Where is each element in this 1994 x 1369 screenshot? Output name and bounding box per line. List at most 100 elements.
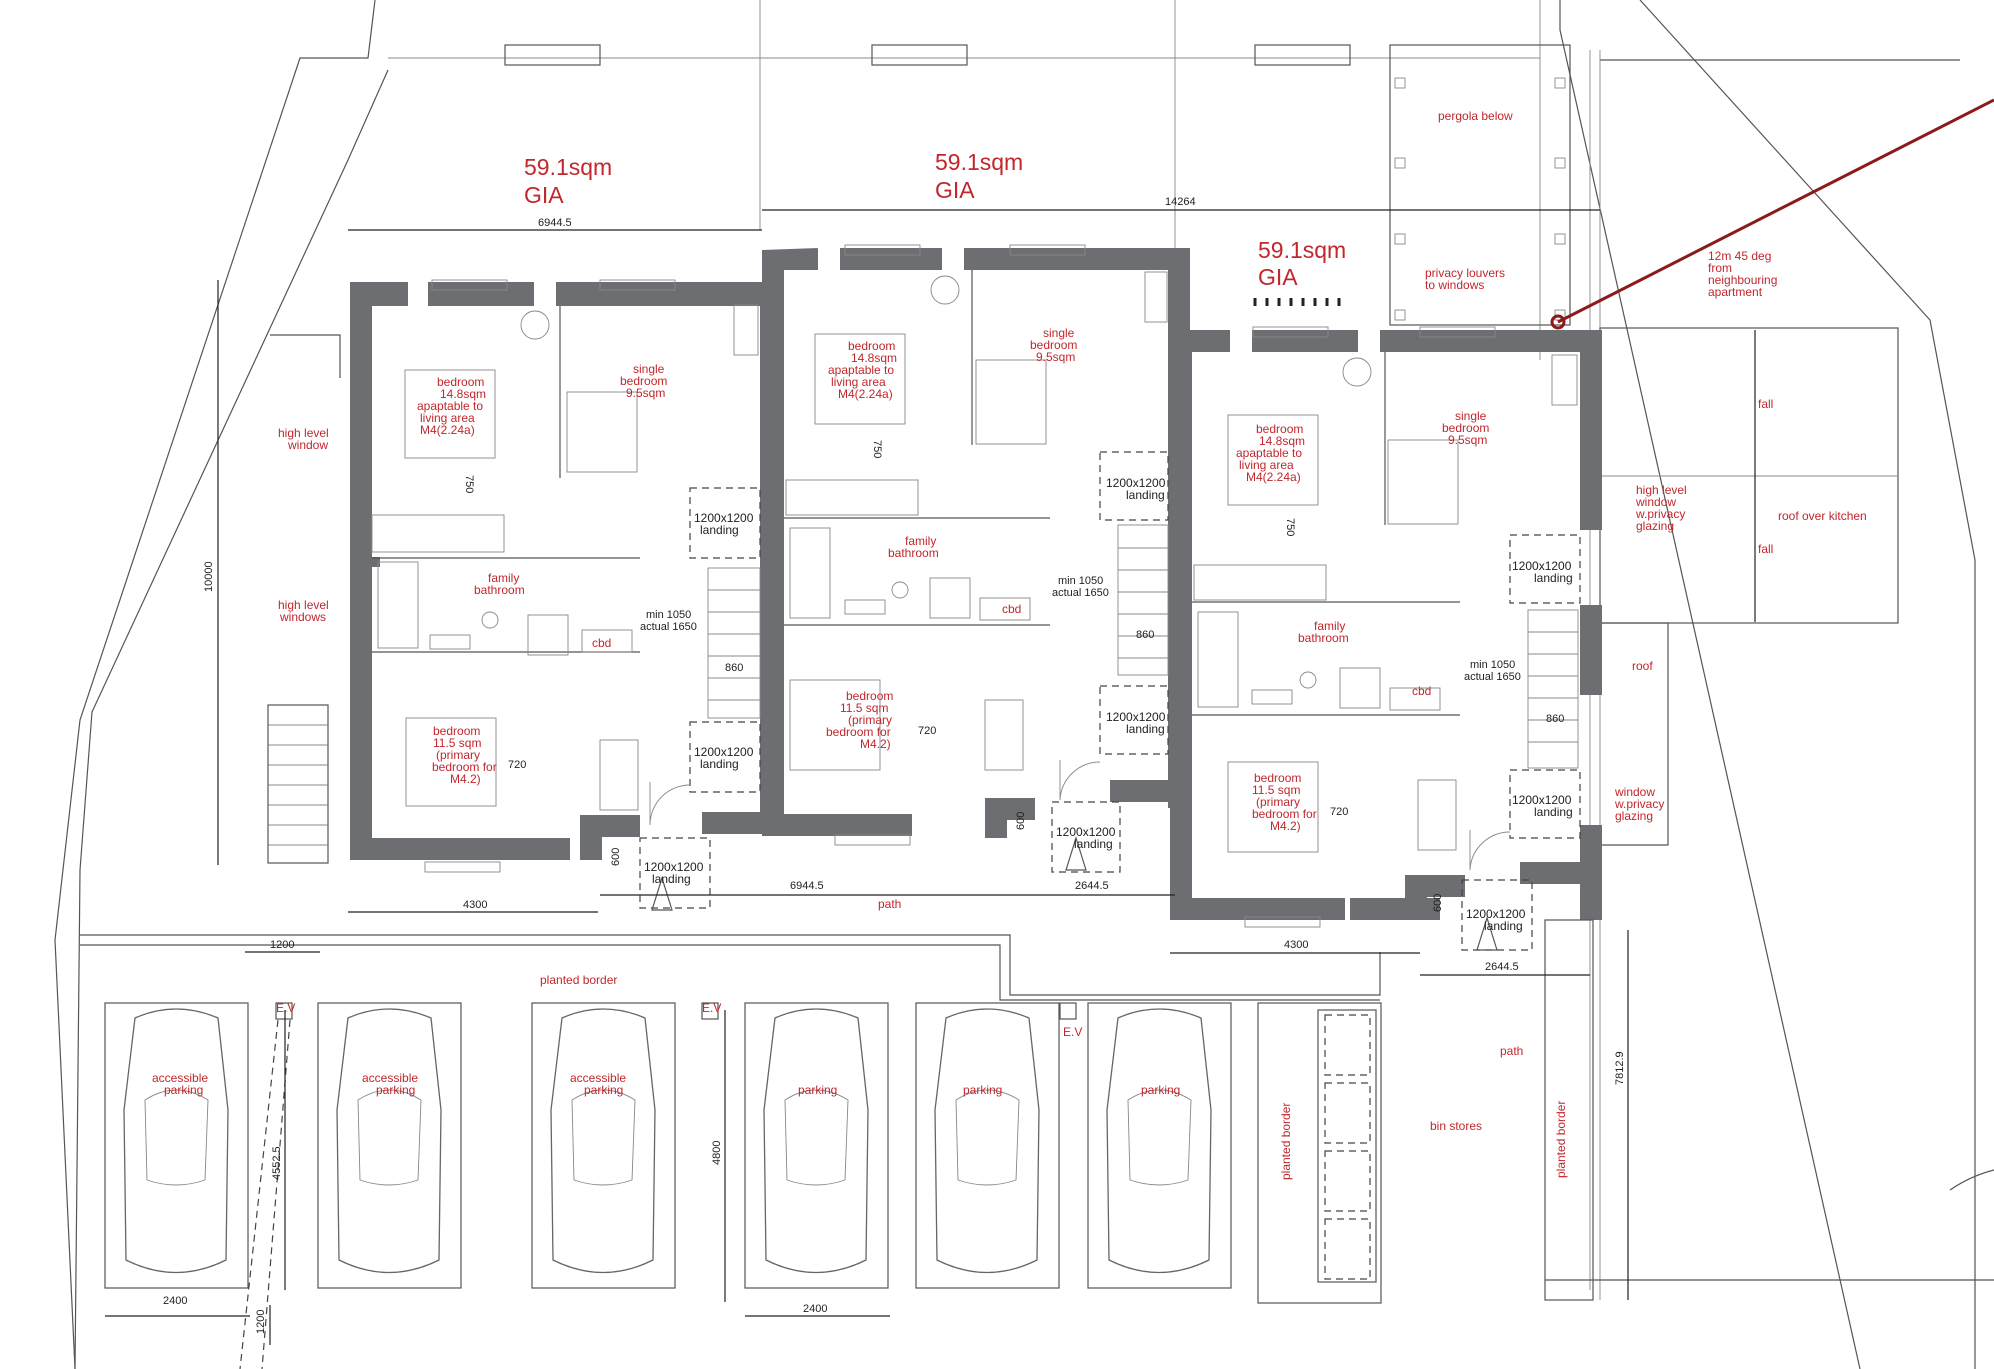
u1-min-2: actual 1650 [640, 621, 697, 633]
u3-landing-3b: landing [1484, 919, 1523, 933]
u1-landing-1b: landing [700, 523, 739, 537]
roof-kitchen-label: roof over kitchen [1778, 509, 1867, 523]
u3-landing-1b: landing [1534, 571, 1573, 585]
dim-2400-2: 2400 [803, 1303, 827, 1315]
gia-value-1: 59.1sqm [524, 154, 612, 180]
u1-landing-2b: landing [700, 757, 739, 771]
unit-2 [762, 215, 1190, 873]
dim-4800: 4800 [711, 1141, 723, 1165]
u1-single-3: 9.5sqm [626, 386, 665, 400]
u2-bed-main-1: bedroom [848, 339, 895, 353]
external-stair [267, 334, 341, 864]
u2-bed-2-1: bedroom [846, 689, 893, 703]
parking-5-label: parking [963, 1083, 1002, 1097]
dim-720-2: 720 [918, 725, 936, 737]
pergola [504, 44, 1571, 326]
planted-border-vertical-1: planted border [1279, 1103, 1293, 1180]
hlws-label-1: high level [278, 598, 329, 612]
u2-landing-1b: landing [1126, 488, 1165, 502]
u1-bed-main-1: bedroom [437, 375, 484, 389]
hlw-label-1: high level [278, 426, 329, 440]
u3-bed-2-4: bedroom for [1252, 807, 1317, 821]
u3-landing-1a: 1200x1200 [1512, 559, 1572, 573]
u1-single-2: bedroom [620, 374, 667, 388]
dim-10000: 10000 [203, 561, 215, 592]
dim-14264: 14264 [1165, 196, 1196, 208]
ev-label-1: E.V [276, 1001, 295, 1015]
dim-2644-1: 2644.5 [1075, 880, 1109, 892]
path-label-2: path [1500, 1044, 1523, 1058]
dim-2644-2: 2644.5 [1485, 961, 1519, 973]
u3-landing-2a: 1200x1200 [1512, 793, 1572, 807]
dim-4300-2: 4300 [1284, 939, 1308, 951]
dim-4552: 4552.5 [271, 1146, 283, 1180]
wp-label-1: window [1614, 785, 1655, 799]
dim-860-1: 860 [725, 662, 743, 674]
u2-bath-2: bathroom [888, 546, 939, 560]
hlw-label-2: window [287, 438, 328, 452]
parking-2-label-2: parking [376, 1083, 415, 1097]
dim-750-2: 750 [871, 440, 883, 458]
pergola-label: pergola below [1438, 109, 1513, 123]
u2-bed-2-5: M4.2) [860, 737, 891, 751]
dim-6944-bottom: 6944.5 [790, 880, 824, 892]
dim-600-1: 600 [610, 848, 622, 866]
ev-label-2: E.V [702, 1001, 721, 1015]
gia-unit-2: GIA [935, 177, 975, 203]
parking-6-label: parking [1141, 1083, 1180, 1097]
unit-1 [350, 252, 782, 911]
dim-750-3: 750 [1284, 518, 1296, 536]
parking-1-label-2: parking [164, 1083, 203, 1097]
u3-min-1: min 1050 [1470, 659, 1515, 671]
dim-860-2: 860 [1136, 629, 1154, 641]
dim-860-3: 860 [1546, 713, 1564, 725]
u1-bed-2-2: 11.5 sqm [433, 736, 481, 750]
unit-3 [1170, 298, 1602, 951]
u1-single-1: single [633, 362, 665, 376]
u2-bed-main-2: 14.8sqm [851, 351, 897, 365]
u3-landing-3a: 1200x1200 [1466, 907, 1526, 921]
u3-cbd: cbd [1412, 684, 1431, 698]
u2-landing-1a: 1200x1200 [1106, 476, 1166, 490]
dim-750-1: 750 [463, 475, 475, 493]
u1-min-1: min 1050 [646, 609, 691, 621]
u2-single-3: 9.5sqm [1036, 350, 1075, 364]
dim-1200-bottom: 1200 [255, 1310, 267, 1334]
u2-min-2: actual 1650 [1052, 587, 1109, 599]
u2-landing-2a: 1200x1200 [1106, 710, 1166, 724]
u2-landing-3a: 1200x1200 [1056, 825, 1116, 839]
parking-bays [104, 919, 1594, 1369]
u1-landing-3b: landing [652, 872, 691, 886]
fall-label-1: fall [1758, 397, 1773, 411]
u3-min-2: actual 1650 [1464, 671, 1521, 683]
sightline-label-4: apartment [1708, 285, 1763, 299]
u1-cbd: cbd [592, 636, 611, 650]
u3-single-3: 9.5sqm [1448, 433, 1487, 447]
gia-unit-1: GIA [524, 182, 564, 208]
louvers-label-1: privacy louvers [1425, 266, 1505, 280]
gia-unit-3: GIA [1258, 264, 1298, 290]
hlw-privacy-4: glazing [1636, 519, 1674, 533]
site-boundary [54, 0, 1994, 1369]
u3-bed-main-4: living area [1239, 458, 1294, 472]
u2-cbd: cbd [1002, 602, 1021, 616]
u1-bed-main-5: M4(2.24a) [420, 423, 475, 437]
u3-bed-2-3: (primary [1256, 795, 1300, 809]
u3-bath-2: bathroom [1298, 631, 1349, 645]
u2-bed-2-4: bedroom for [826, 725, 891, 739]
hlws-label-2: windows [279, 610, 326, 624]
u1-bed-2-3: (primary [436, 748, 480, 762]
u1-landing-3a: 1200x1200 [644, 860, 704, 874]
gia-value-2: 59.1sqm [935, 149, 1023, 175]
u1-bath-2: bathroom [474, 583, 525, 597]
u3-bath-1: family [1314, 619, 1345, 633]
u1-bed-main-4: living area [420, 411, 475, 425]
dim-7812: 7812.9 [1614, 1051, 1626, 1085]
u2-bed-main-5: M4(2.24a) [838, 387, 893, 401]
cars [123, 1008, 1212, 1274]
parking-2-label-1: accessible [362, 1071, 418, 1085]
u2-single-2: bedroom [1030, 338, 1077, 352]
u2-bed-2-2: 11.5 sqm [840, 701, 888, 715]
u2-bed-2-3: (primary [848, 713, 892, 727]
